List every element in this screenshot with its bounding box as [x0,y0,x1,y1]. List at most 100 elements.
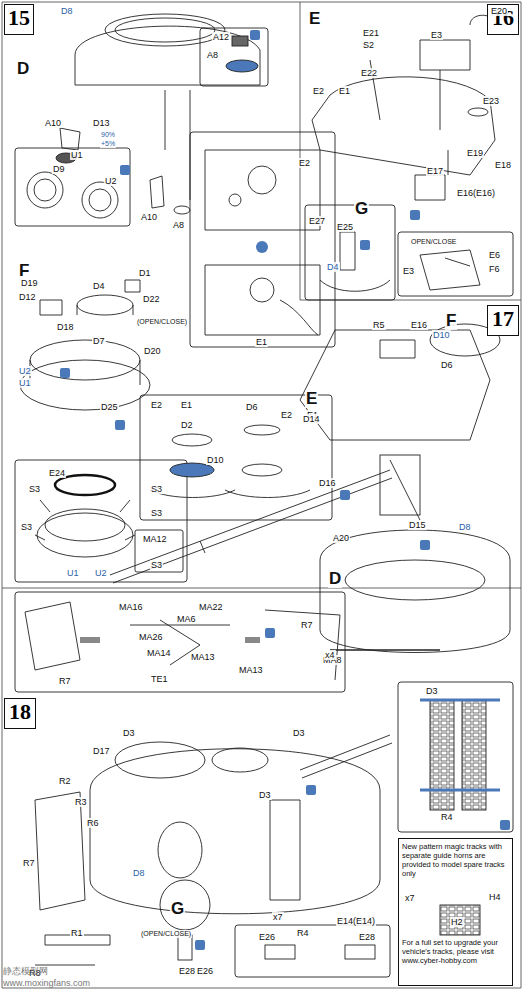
part-number: A8 [206,50,219,60]
part-number: D2 [180,420,194,430]
subassembly-letter: E [308,10,321,28]
part-number: E23 [482,96,500,106]
subassembly-letter: F [445,312,457,330]
part-number: R7 [22,858,36,868]
part-number: E25 [336,222,354,232]
subassembly-letter: E [305,390,318,408]
part-number: E26 [258,932,276,942]
part-number: E27 [308,216,326,226]
note-text: New pattern magic tracks with separate g… [402,842,509,878]
part-number: D20 [143,346,162,356]
note-text: For a full set to upgrade your vehicle's… [402,938,509,965]
part-number: MA22 [198,602,224,612]
part-number: R3 [74,797,88,807]
step-number-box: 15 [4,4,34,35]
part-number: H4 [488,892,502,902]
watermark: www.moxingfans.com [2,978,91,988]
part-number: A10 [140,212,158,222]
part-number: R4 [296,928,310,938]
part-number: E26 [196,966,214,976]
part-number: MA26 [138,632,164,642]
note-box: New pattern magic tracks with separate g… [398,838,513,986]
part-number: S3 [150,560,163,570]
part-number: MA12 [142,534,168,544]
part-number: E16 [410,320,428,330]
part-number: H2 [450,917,464,927]
part-number: E3 [430,30,443,40]
part-number: S3 [150,484,163,494]
step-number-box: 18 [4,698,36,729]
part-number: E17 [426,166,444,176]
part-number: MA6 [176,614,197,624]
part-number: D8 [60,6,74,16]
part-number: U1 [66,568,80,578]
part-number: D25 [100,402,119,412]
part-number: D8 [458,522,472,532]
subassembly-letter: D [16,60,30,78]
subassembly-letter: G [354,200,369,218]
part-number: S3 [20,522,33,532]
step-number: 18 [5,699,35,725]
part-number: D18 [56,322,75,332]
part-number: E1 [180,400,193,410]
part-number: S2 [362,40,375,50]
part-number: D8 [132,868,146,878]
part-number: A10 [44,118,62,128]
part-number: E20 [490,6,508,16]
part-number: D13 [92,118,111,128]
part-number: MA16 [118,602,144,612]
part-number: A8 [172,220,185,230]
part-number: E2 [298,158,311,168]
step-number-box: 17 [487,305,519,336]
part-number: 90% [100,131,116,139]
part-number: TE1 [150,674,169,684]
part-number: U1 [18,378,32,388]
part-number: D1 [138,268,152,278]
part-number: (OPEN/CLOSE) [140,930,192,938]
part-number: +5% [100,140,116,148]
part-number: D12 [18,292,37,302]
part-number: U1 [70,150,84,160]
part-number: D10 [432,330,451,340]
part-number: R5 [372,320,386,330]
part-number: D19 [20,278,39,288]
watermark: 静态模型网 [2,966,49,976]
part-number: E28 [178,966,196,976]
part-number: MA14 [146,648,172,658]
part-number: E18 [494,160,512,170]
part-number: R2 [58,776,72,786]
part-number: U2 [94,568,108,578]
part-number: E2 [312,86,325,96]
part-number: E19 [466,148,484,158]
part-number: D10 [206,455,225,465]
part-number: x7 [272,912,284,922]
part-number: D16 [318,478,337,488]
part-number: E16(E16) [456,188,496,198]
part-number: R7 [300,620,314,630]
part-number: E28 [358,932,376,942]
part-number: F6 [488,264,501,274]
part-number: D7 [92,336,106,346]
part-number: D9 [52,164,66,174]
part-number: S3 [150,508,163,518]
part-number: D3 [122,728,136,738]
step-number: 15 [5,5,33,31]
part-number: D15 [408,520,427,530]
part-number: D3 [425,686,439,696]
part-number: E22 [360,68,378,78]
part-number: (OPEN/CLOSE) [136,318,188,326]
part-number: E2 [150,400,163,410]
part-number: D4 [326,262,340,272]
part-number: R1 [70,928,84,938]
part-number: E21 [362,28,380,38]
part-number: D6 [440,360,454,370]
part-number: R7 [58,676,72,686]
part-number: E14(E14) [336,916,376,926]
part-number: x7 [404,893,416,903]
part-number: E2 [280,410,293,420]
part-number: U2 [104,176,118,186]
subassembly-letter: D [328,570,342,588]
part-number: D17 [92,746,111,756]
part-number: R6 [86,818,100,828]
